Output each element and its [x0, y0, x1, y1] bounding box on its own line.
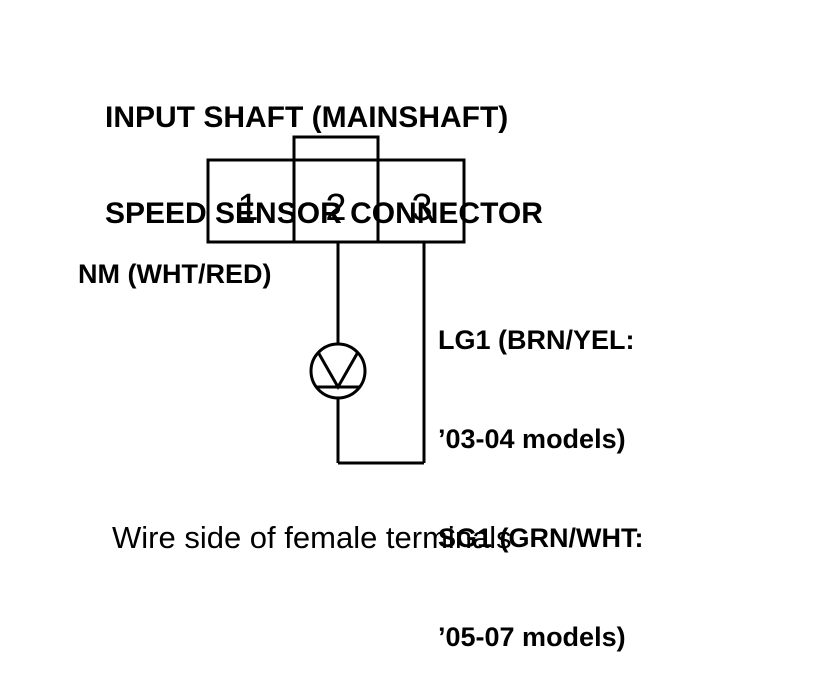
- pin-3-label: 3: [411, 187, 432, 229]
- pin-2-label: 2: [325, 187, 346, 229]
- wire-label-line-4: ’05-07 models): [438, 622, 626, 652]
- pin-1-label: 1: [237, 187, 258, 229]
- voltmeter-icon: [309, 342, 367, 400]
- connector-lock-tab: [292, 135, 380, 160]
- wire-label-lg1-sg1: LG1 (BRN/YEL: ’03-04 models) SG1 (GRN/WH…: [438, 258, 644, 687]
- diagram-caption: Wire side of female terminals: [112, 520, 512, 555]
- wire-label-line-3: SG1 (GRN/WHT:: [438, 523, 644, 553]
- wire-label-nm: NM (WHT/RED): [78, 259, 272, 289]
- connector-diagram: 1 2 3: [206, 135, 466, 465]
- title-line-1: INPUT SHAFT (MAINSHAFT): [105, 101, 509, 134]
- wire-label-line-2: ’03-04 models): [438, 424, 626, 454]
- wire-label-line-1: LG1 (BRN/YEL:: [438, 325, 635, 355]
- diagram-title: INPUT SHAFT (MAINSHAFT) SPEED SENSOR CON…: [105, 38, 543, 262]
- connector-body: [206, 158, 466, 244]
- title-line-2: SPEED SENSOR CONNECTOR: [105, 197, 543, 230]
